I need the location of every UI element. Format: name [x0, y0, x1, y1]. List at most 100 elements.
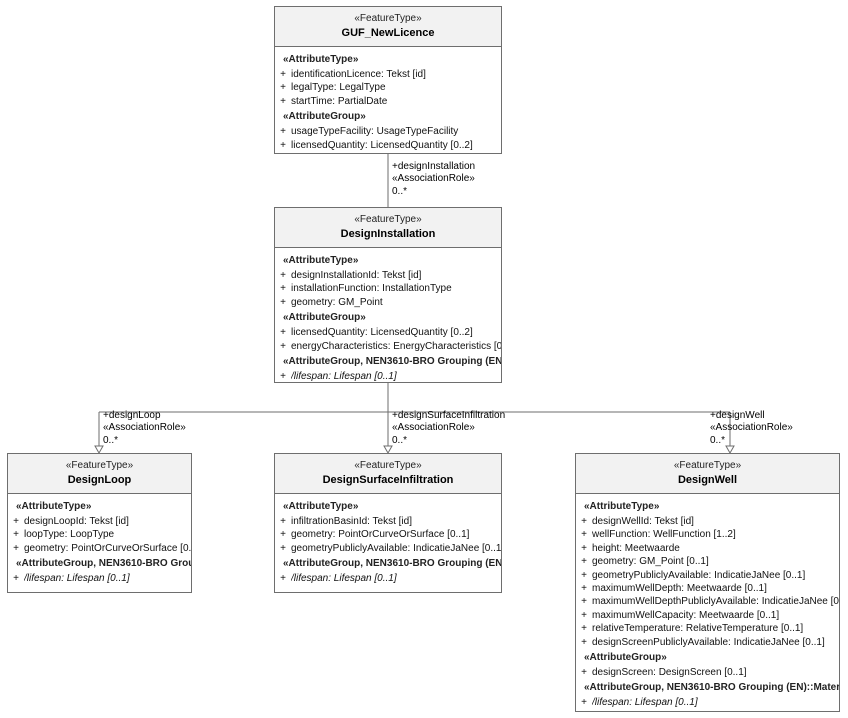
attribute-text: designScreen: DesignScreen [0..1] [592, 667, 747, 679]
attribute-row: + designScreenPubliclyAvailable: Indicat… [576, 636, 839, 649]
attribute-row: + designInstallationId: Tekst [id] [275, 269, 501, 282]
attribute-row: + geometryPubliclyAvailable: IndicatieJa… [576, 569, 839, 582]
visibility-marker: + [280, 270, 286, 281]
edge-role: +designWell [710, 410, 765, 421]
edge-multiplicity: 0..* [103, 434, 119, 446]
attribute-row: + geometry: GM_Point [0..1] [576, 555, 839, 568]
visibility-marker: + [581, 609, 587, 621]
attribute-text: height: Meetwaarde [592, 542, 680, 554]
attribute-text: designInstallationId: Tekst [id] [291, 270, 422, 281]
class-designloop[interactable]: «FeatureType» DesignLoop «AttributeType»… [7, 453, 192, 593]
attribute-row: + loopType: LoopType [8, 528, 191, 541]
class-body: «AttributeType» + designWellId: Tekst [i… [576, 494, 839, 715]
attribute-text: geometry: PointOrCurveOrSurface [0..1] [24, 542, 191, 554]
attribute-text: /lifespan: Lifespan [0..1] [291, 573, 397, 585]
attribute-text: geometry: GM_Point [291, 296, 383, 308]
attribute-text: relativeTemperature: RelativeTemperature… [592, 623, 804, 635]
class-designsurfaceinfiltration[interactable]: «FeatureType» DesignSurfaceInfiltration … [274, 453, 502, 593]
attribute-text: maximumWellDepthPubliclyAvailable: Indic… [592, 596, 839, 608]
class-guf-newlicence[interactable]: «FeatureType» GUF_NewLicence «AttributeT… [274, 6, 502, 154]
visibility-marker: + [280, 126, 286, 138]
attribute-text: wellFunction: WellFunction [1..2] [592, 529, 736, 541]
attribute-row: + /lifespan: Lifespan [0..1] [8, 572, 191, 585]
edge-label-designsurfaceinfiltration: +designSurfaceInfiltration «AssociationR… [392, 410, 505, 447]
attribute-text: energyCharacteristics: EnergyCharacteris… [291, 340, 501, 352]
visibility-marker: + [581, 529, 587, 541]
attribute-text: usageTypeFacility: UsageTypeFacility [291, 126, 459, 138]
class-name: DesignWell [677, 474, 738, 486]
visibility-marker: + [280, 529, 286, 541]
visibility-marker: + [13, 529, 19, 541]
attribute-text: licensedQuantity: LicensedQuantity [0..2… [291, 327, 473, 339]
class-header: «FeatureType» DesignInstallation [275, 208, 501, 248]
attribute-text: geometryPubliclyAvailable: IndicatieJaNe… [592, 569, 806, 581]
class-body: «AttributeType» + designInstallationId: … [275, 248, 501, 388]
attribute-text: geometry: PointOrCurveOrSurface [0..1] [291, 529, 470, 541]
visibility-marker: + [13, 573, 19, 585]
attribute-group-label: «AttributeGroup, NEN3610-BRO Groupin... [16, 558, 191, 570]
attribute-text: infiltrationBasinId: Tekst [id] [291, 516, 412, 527]
visibility-marker: + [280, 371, 286, 383]
visibility-marker: + [13, 542, 19, 554]
attribute-text: maximumWellDepth: Meetwaarde [0..1] [592, 583, 767, 595]
edge-role: +designInstallation [392, 161, 476, 172]
visibility-marker: + [581, 556, 587, 568]
edge-stereotype: «AssociationRole» [103, 422, 186, 434]
visibility-marker: + [280, 573, 286, 585]
visibility-marker: + [581, 697, 587, 709]
class-designinstallation[interactable]: «FeatureType» DesignInstallation «Attrib… [274, 207, 502, 383]
visibility-marker: + [280, 327, 286, 339]
class-designwell[interactable]: «FeatureType» DesignWell «AttributeType»… [575, 453, 840, 712]
edge-label-designloop: +designLoop «AssociationRole» 0..* [103, 410, 186, 447]
attribute-row: + maximumWellCapacity: Meetwaarde [0..1] [576, 609, 839, 622]
attribute-text: loopType: LoopType [24, 529, 115, 541]
class-stereotype: «FeatureType» [354, 460, 422, 471]
attribute-row: + usageTypeFacility: UsageTypeFacility [275, 125, 501, 138]
attribute-row: + licensedQuantity: LicensedQuantity [0.… [275, 326, 501, 339]
attribute-text: designWellId: Tekst [id] [592, 516, 694, 527]
visibility-marker: + [581, 596, 587, 608]
class-name: DesignLoop [67, 474, 132, 486]
class-header: «FeatureType» DesignWell [576, 454, 839, 494]
attribute-text: maximumWellCapacity: Meetwaarde [0..1] [592, 609, 780, 621]
visibility-marker: + [280, 283, 286, 295]
attribute-group-label: «AttributeGroup» [283, 312, 366, 324]
attribute-text: legalType: LegalType [291, 82, 386, 94]
visibility-marker: + [581, 623, 587, 635]
edge-multiplicity: 0..* [392, 434, 408, 446]
class-body: «AttributeType» + infiltrationBasinId: T… [275, 494, 501, 591]
attribute-row: + geometryPubliclyAvailable: IndicatieJa… [275, 542, 501, 555]
visibility-marker: + [581, 583, 587, 595]
attribute-row: + identificationLicence: Tekst [id] [275, 68, 501, 81]
attribute-text: /lifespan: Lifespan [0..1] [291, 371, 397, 383]
attribute-row: + maximumWellDepthPubliclyAvailable: Ind… [576, 595, 839, 608]
attribute-text: designScreenPubliclyAvailable: Indicatie… [592, 636, 825, 648]
visibility-marker: + [280, 340, 286, 352]
attribute-group-label: «AttributeGroup» [584, 652, 667, 664]
visibility-marker: + [280, 95, 286, 107]
edge-label-designwell: +designWell «AssociationRole» 0..* [710, 410, 793, 447]
edge-stereotype: «AssociationRole» [392, 173, 475, 185]
attribute-row: + /lifespan: Lifespan [0..1] [576, 696, 839, 709]
edge-role: +designSurfaceInfiltration [392, 410, 506, 421]
attribute-row: + maximumWellDepth: Meetwaarde [0..1] [576, 582, 839, 595]
attribute-row: + height: Meetwaarde [576, 542, 839, 555]
attribute-text: /lifespan: Lifespan [0..1] [24, 573, 130, 585]
attribute-row: + designScreen: DesignScreen [0..1] [576, 666, 839, 679]
attribute-group-label: «AttributeGroup, NEN3610-BRO Grouping (E… [584, 682, 839, 694]
attribute-row: + geometry: PointOrCurveOrSurface [0..1] [8, 542, 191, 555]
edge-multiplicity: 0..* [710, 434, 726, 446]
attribute-group-label: «AttributeGroup, NEN3610-BRO Grouping (E… [283, 558, 501, 570]
attribute-row: + legalType: LegalType [275, 81, 501, 94]
visibility-marker: + [581, 667, 587, 679]
attribute-row: + geometry: PointOrCurveOrSurface [0..1] [275, 528, 501, 541]
attribute-row: + startTime: PartialDate [275, 95, 501, 108]
class-name: DesignSurfaceInfiltration [322, 474, 454, 486]
attribute-group-label: «AttributeGroup, NEN3610-BRO Grouping (E… [283, 356, 501, 368]
class-header: «FeatureType» GUF_NewLicence [275, 7, 501, 47]
attribute-row: + /lifespan: Lifespan [0..1] [275, 370, 501, 383]
attribute-row: + infiltrationBasinId: Tekst [id] [275, 515, 501, 528]
attribute-text: startTime: PartialDate [291, 95, 388, 107]
class-header: «FeatureType» DesignLoop [8, 454, 191, 494]
class-stereotype: «FeatureType» [673, 460, 742, 471]
